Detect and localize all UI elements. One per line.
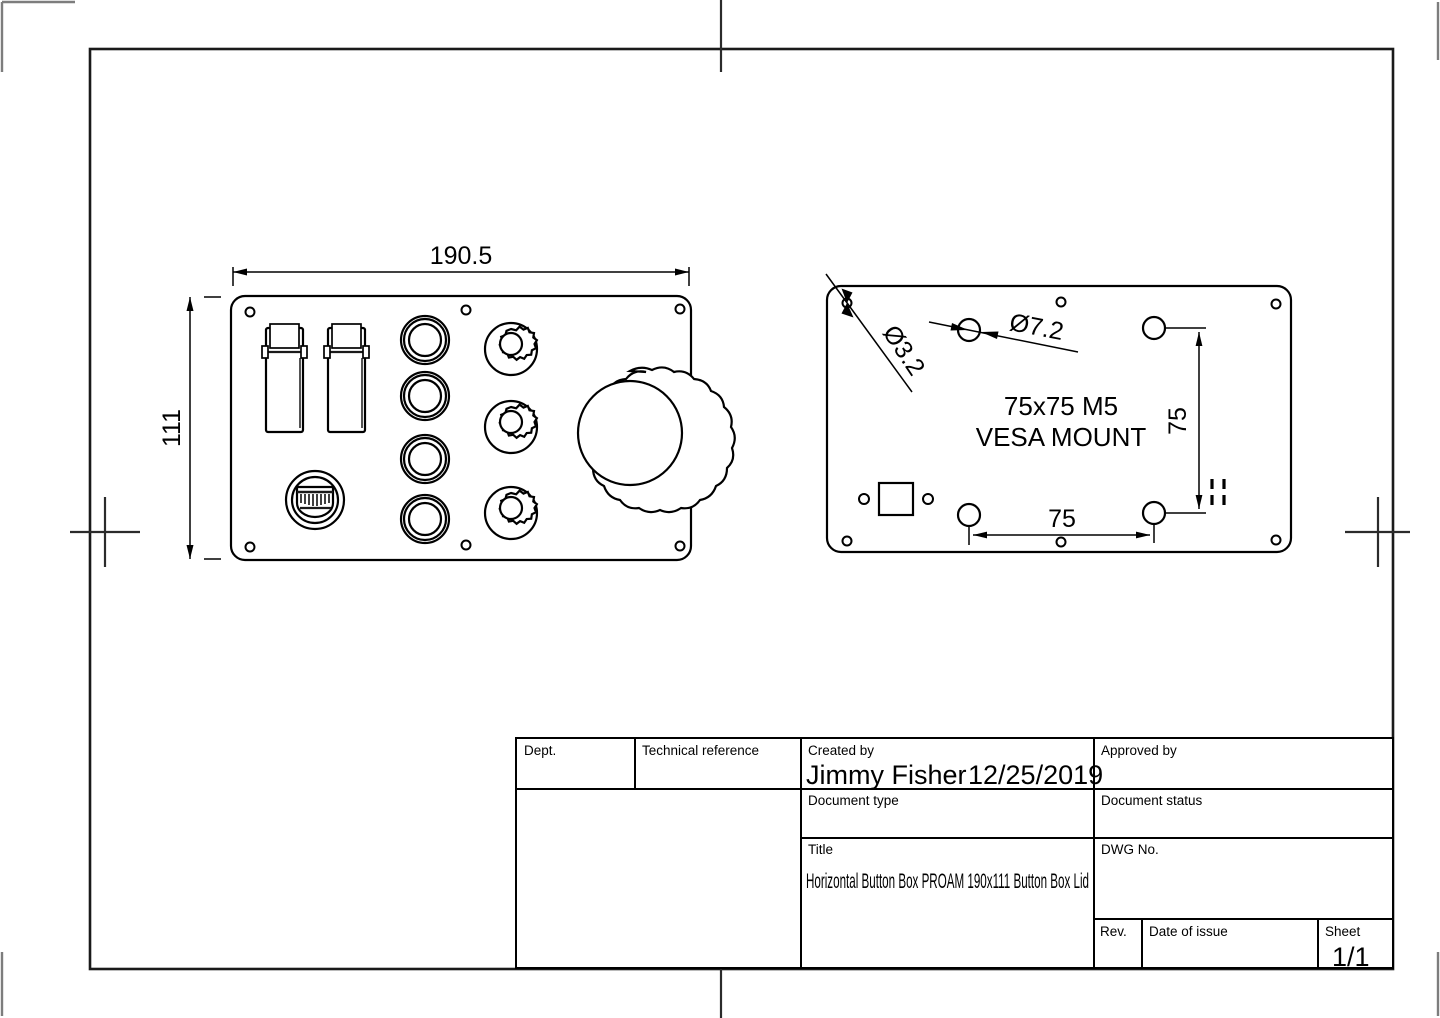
back-panel-view: Ø3.2 Ø7.2 75x75 M5 VESA MOUNT 75 bbox=[825, 273, 1293, 554]
sheet-label: Sheet bbox=[1325, 924, 1361, 939]
front-panel-view: 190.5 111 bbox=[158, 242, 736, 562]
drawing-title-value: Horizontal Button Box PROAM 190x111 Butt… bbox=[806, 870, 1089, 893]
mounting-hole bbox=[674, 303, 686, 315]
technical-reference-label: Technical reference bbox=[642, 743, 759, 758]
mounting-hole bbox=[244, 306, 256, 318]
knurled-encoder-knob bbox=[483, 321, 539, 377]
approved-by-label: Approved by bbox=[1101, 743, 1177, 758]
document-status-label: Document status bbox=[1101, 793, 1203, 808]
dimension-height-111: 111 bbox=[158, 296, 221, 560]
mounting-hole bbox=[858, 493, 870, 505]
arcade-button-hole bbox=[399, 370, 451, 422]
rocker-switch bbox=[323, 323, 370, 434]
title-label: Title bbox=[808, 842, 833, 857]
dept-label: Dept. bbox=[524, 743, 556, 758]
rev-label: Rev. bbox=[1100, 924, 1127, 939]
dimension-width-label: 190.5 bbox=[430, 242, 493, 270]
arcade-button-hole bbox=[399, 314, 451, 366]
mounting-hole bbox=[244, 541, 256, 553]
mounting-hole bbox=[460, 539, 472, 551]
usb-connector-port bbox=[284, 469, 346, 531]
title-block: Dept. Technical reference Created by App… bbox=[515, 737, 1394, 972]
dimension-vesa-horizontal-label: 75 bbox=[1048, 505, 1076, 533]
knurled-encoder-knob bbox=[483, 485, 539, 541]
mounting-hole bbox=[460, 304, 472, 316]
mounting-hole bbox=[1270, 534, 1282, 546]
arcade-button-hole bbox=[399, 433, 451, 485]
mounting-hole bbox=[1055, 536, 1067, 548]
vesa-note-line-1: 75x75 M5 bbox=[1004, 391, 1118, 421]
created-by-date: 12/25/2019 bbox=[968, 760, 1103, 790]
mounting-hole bbox=[674, 540, 686, 552]
mounting-hole bbox=[841, 535, 853, 547]
mounting-hole bbox=[922, 493, 934, 505]
created-by-name: Jimmy Fisher bbox=[806, 760, 967, 790]
hidden-line-break bbox=[1210, 479, 1226, 505]
dimension-vesa-horizontal-75: 75 bbox=[968, 505, 1155, 545]
back-panel-outline bbox=[825, 284, 1293, 554]
dimension-vesa-vertical-75: 75 bbox=[1164, 327, 1226, 514]
sheet-value: 1/1 bbox=[1332, 942, 1370, 972]
date-of-issue-label: Date of issue bbox=[1149, 924, 1228, 939]
vesa-hole bbox=[1141, 315, 1167, 341]
document-type-label: Document type bbox=[808, 793, 899, 808]
rocker-switch bbox=[261, 323, 308, 434]
dimension-width-190-5: 190.5 bbox=[232, 242, 690, 286]
arcade-button-hole bbox=[399, 493, 451, 545]
mounting-hole bbox=[1055, 296, 1067, 308]
created-by-label: Created by bbox=[808, 743, 874, 758]
vesa-note-line-2: VESA MOUNT bbox=[976, 422, 1147, 452]
dimension-height-label: 111 bbox=[158, 409, 186, 447]
dimension-vesa-vertical-label: 75 bbox=[1164, 407, 1192, 435]
large-scalloped-knob bbox=[576, 366, 736, 514]
knurled-encoder-knob bbox=[483, 399, 539, 455]
vesa-hole bbox=[1141, 500, 1167, 526]
vesa-hole bbox=[956, 502, 982, 528]
mounting-hole bbox=[1270, 298, 1282, 310]
square-cutout bbox=[877, 481, 915, 517]
dwg-no-label: DWG No. bbox=[1101, 842, 1159, 857]
